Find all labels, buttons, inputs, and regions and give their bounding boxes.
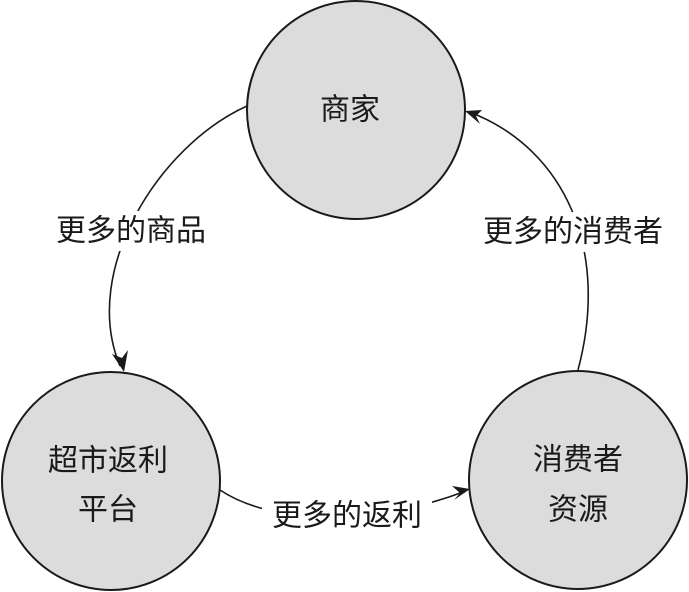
edge-label-platform-to-consumer-group: 更多的返利	[262, 496, 432, 536]
node-merchant-label: 商家	[320, 93, 380, 128]
edge-label-platform-to-consumer: 更多的返利	[272, 499, 422, 534]
arrowhead-merchant-to-platform	[112, 350, 128, 372]
node-platform-circle	[1, 371, 221, 591]
node-platform: 超市返利 平台	[1, 371, 221, 591]
node-consumer-label-line1: 消费者	[533, 443, 623, 478]
node-consumer-circle	[468, 370, 688, 590]
arrowhead-consumer-to-merchant	[465, 110, 482, 124]
node-consumer-label-line2: 资源	[548, 493, 608, 528]
node-platform-label-line2: 平台	[78, 493, 138, 528]
edge-label-merchant-to-platform: 更多的商品	[56, 214, 206, 249]
edge-label-consumer-to-merchant-group: 更多的消费者	[472, 212, 674, 252]
edge-label-consumer-to-merchant: 更多的消费者	[483, 215, 663, 250]
edge-label-merchant-to-platform-group: 更多的商品	[48, 211, 214, 251]
arrowhead-platform-to-consumer	[452, 486, 470, 500]
node-platform-label-line1: 超市返利	[48, 444, 168, 479]
node-merchant-circle	[246, 0, 466, 220]
node-consumer: 消费者 资源	[468, 370, 688, 590]
connector-consumer-to-merchant	[471, 112, 590, 371]
node-merchant: 商家	[246, 0, 466, 220]
